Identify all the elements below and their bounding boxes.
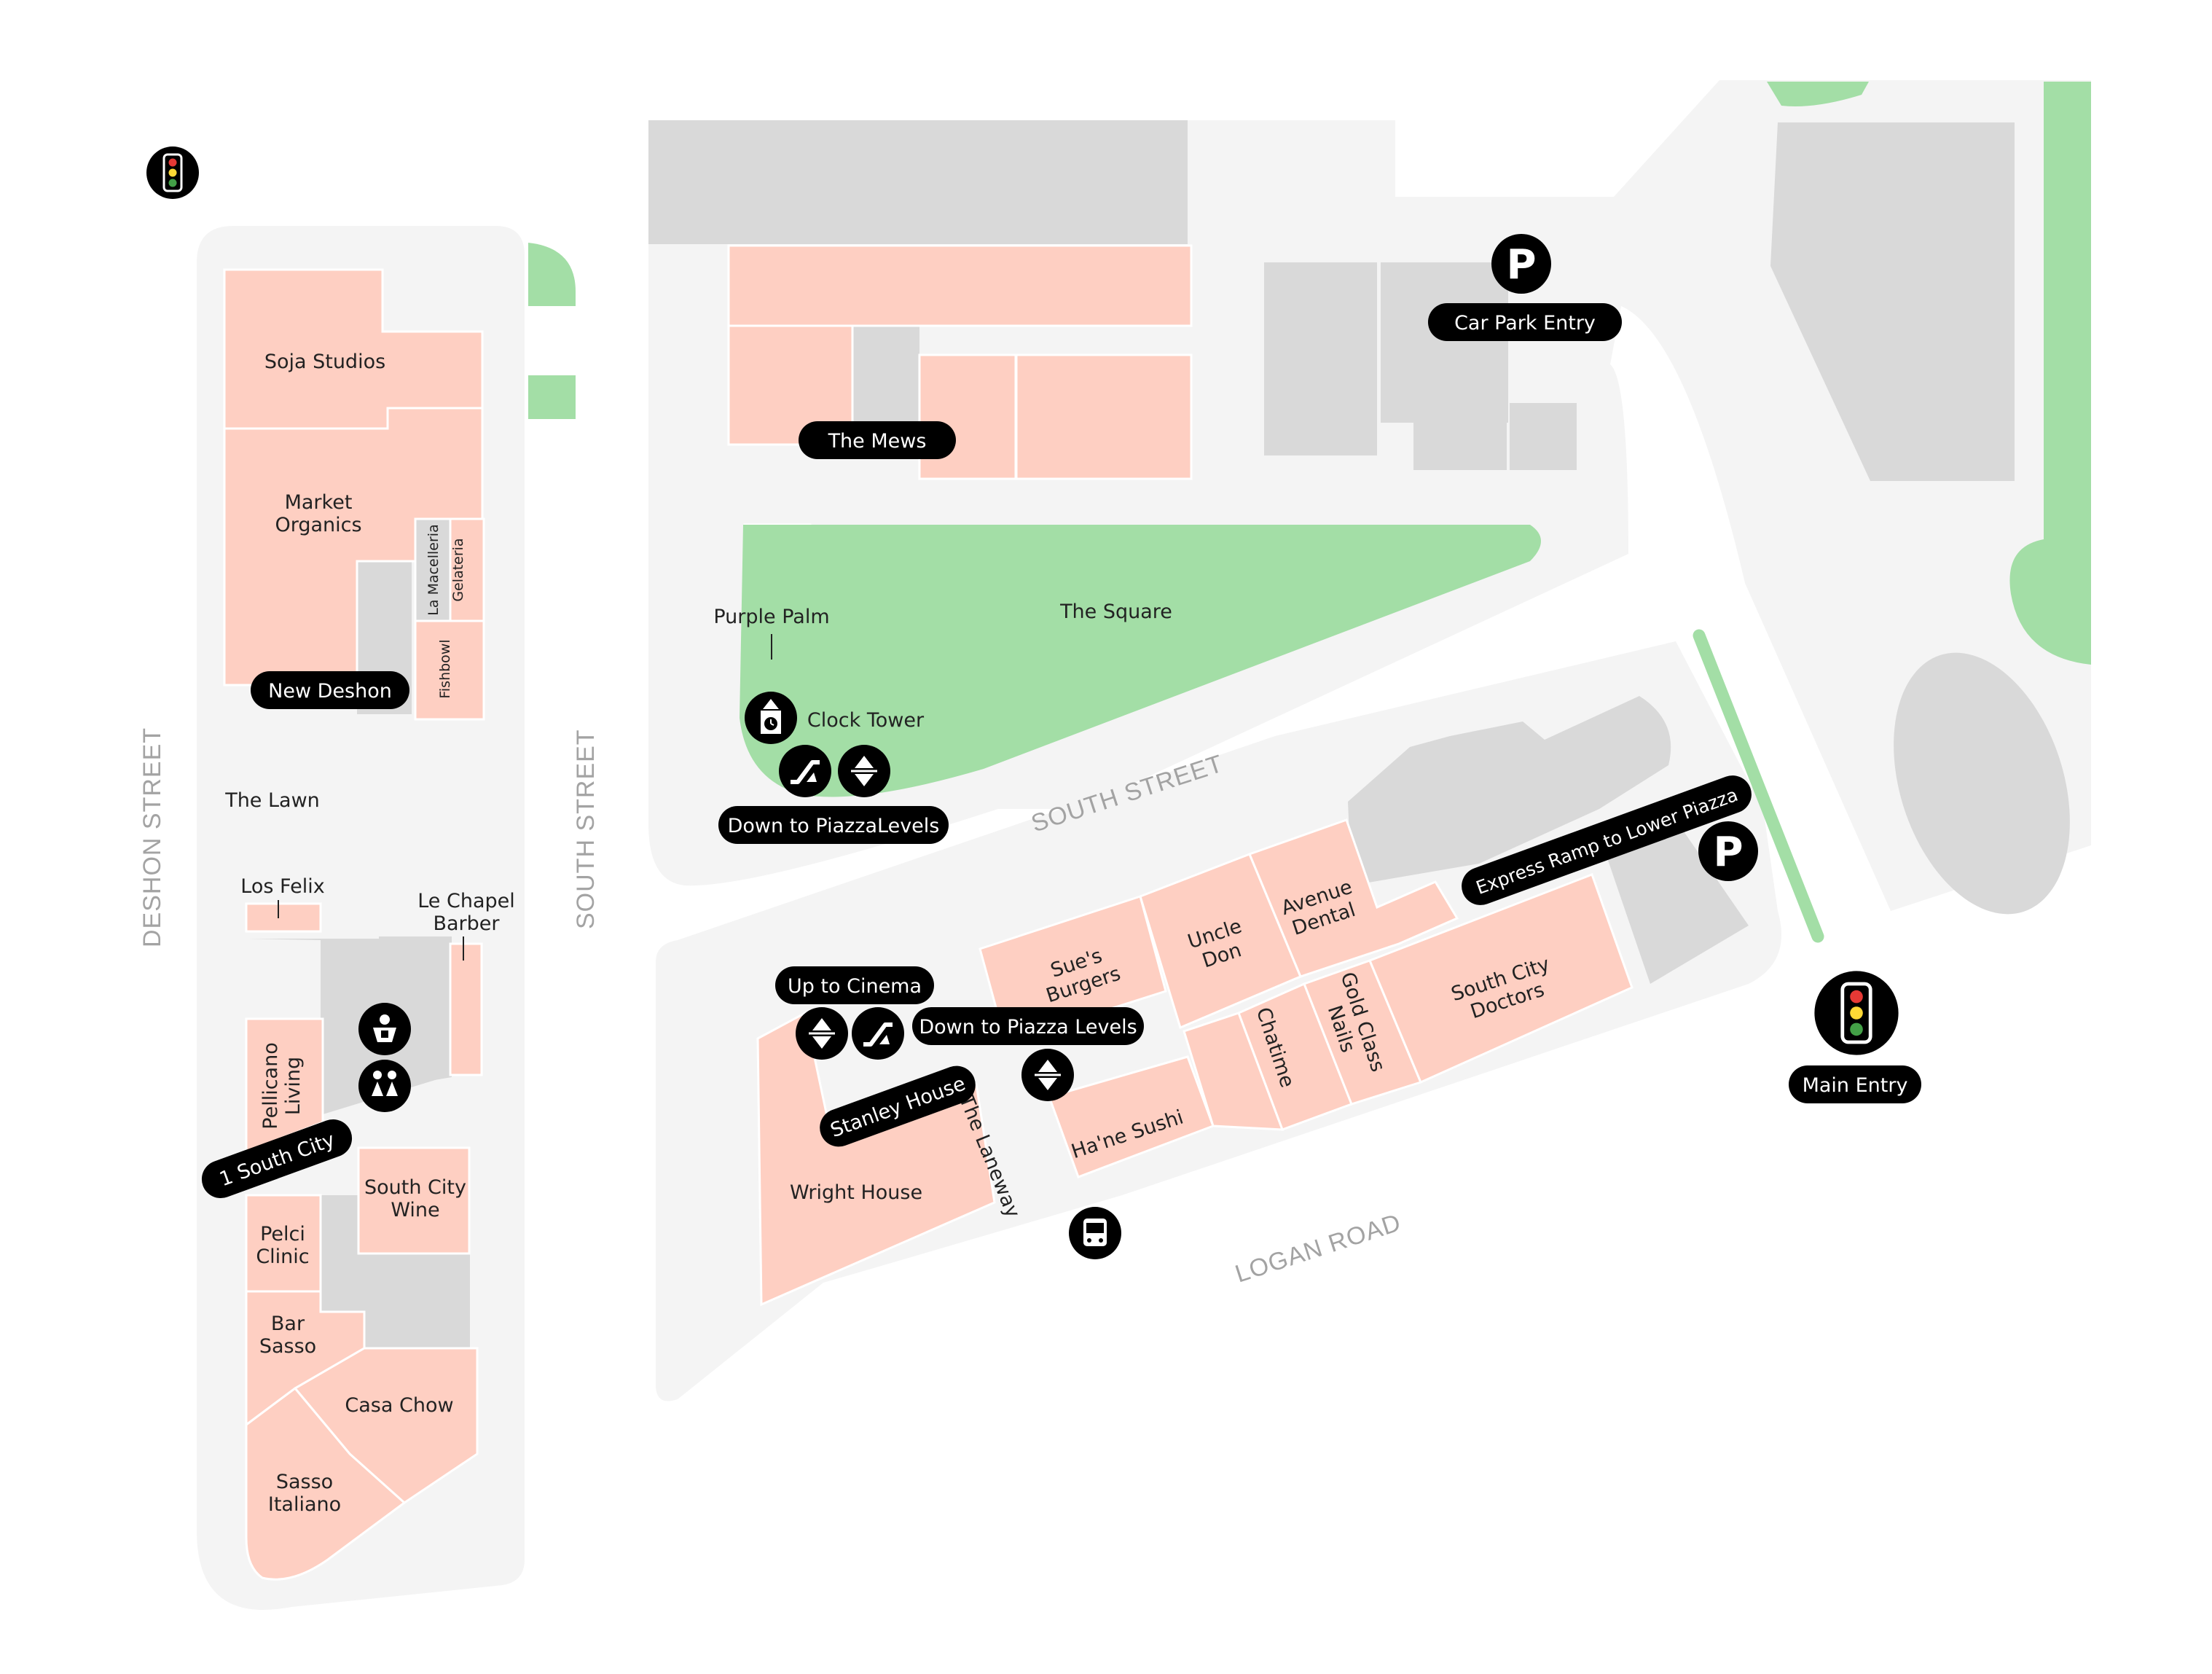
- escalator-icon[interactable]: [779, 745, 831, 797]
- green-top-east: [1767, 82, 1869, 106]
- label-purple-palm: Purple Palm: [713, 606, 829, 628]
- green-layer: [528, 82, 2091, 943]
- traffic-light-icon: [145, 145, 200, 200]
- building-carpark-1: [1264, 262, 1377, 455]
- label-los-felix: Los Felix: [240, 875, 324, 898]
- toilets-icon: [358, 1060, 411, 1112]
- tenancy-mews-left[interactable]: [727, 324, 854, 446]
- pill-down-to-piazza-levels-text: Down to Piazza Levels: [919, 1016, 1137, 1039]
- street-south-vertical: SOUTH STREET: [572, 729, 600, 929]
- tenancy-laneway-small[interactable]: [1183, 1012, 1285, 1131]
- building-east-tower: [1770, 122, 2015, 481]
- label-clock-tower: Clock Tower: [807, 709, 925, 732]
- green-east-edge: [2009, 82, 2091, 665]
- tenancy-los-felix[interactable]: [245, 902, 322, 933]
- label-gold-class-nails: Gold ClassNails: [1314, 969, 1389, 1082]
- building-carpark-4: [1510, 403, 1577, 470]
- building-cinema-block: [1348, 696, 1671, 885]
- pill-car-park-entry-text: Car Park Entry: [1454, 312, 1596, 335]
- tenancy-fishbowl[interactable]: [414, 619, 485, 721]
- label-pellicano-living: PellicanoLiving: [259, 1042, 305, 1129]
- building-mews-center: [852, 326, 919, 433]
- pill-main-entry-text: Main Entry: [1803, 1074, 1908, 1097]
- tenancy-layer: [223, 244, 1633, 1581]
- baby-change-icon: [358, 1003, 411, 1055]
- building-carpark-2: [1381, 262, 1508, 423]
- tenancy-wright-house[interactable]: [756, 1011, 996, 1307]
- leader-lines: [278, 634, 772, 961]
- building-carpark-3: [1413, 423, 1507, 470]
- tenancy-avenue-dental[interactable]: [1248, 818, 1459, 978]
- pill-the-mews[interactable]: The Mews: [799, 421, 956, 459]
- parking-icon[interactable]: P: [1698, 821, 1758, 881]
- label-gelateria: Gelateria: [450, 538, 466, 601]
- pill-new-deshon[interactable]: New Deshon: [251, 671, 409, 709]
- pill-car-park-entry[interactable]: Car Park Entry: [1428, 303, 1622, 341]
- tenancy-la-macelleria[interactable]: [414, 517, 452, 622]
- green-strip-north: [528, 375, 576, 419]
- lift-icon[interactable]: [1021, 1049, 1074, 1101]
- label-wright-house: Wright House: [790, 1181, 922, 1204]
- tenancy-le-chapel-barber[interactable]: [449, 942, 483, 1076]
- label-the-square: The Square: [1059, 601, 1172, 623]
- building-east-lane: [1603, 820, 1749, 984]
- label-soja-studios: Soja Studios: [264, 351, 385, 373]
- tenancy-mews-mid[interactable]: [918, 353, 1017, 480]
- tenancy-sasso-italiano[interactable]: [245, 1386, 407, 1581]
- pill-down-to-piazza-levels[interactable]: Down to Piazza Levels: [912, 1007, 1144, 1045]
- parking-icon-letter: P: [1506, 241, 1536, 289]
- pill-the-mews-text: The Mews: [828, 430, 927, 453]
- pill-main-entry[interactable]: Main Entry: [1789, 1065, 1921, 1103]
- green-corner-north: [528, 243, 576, 306]
- label-the-lawn: The Lawn: [224, 789, 320, 812]
- tenancy-south-city-doctors[interactable]: [1368, 873, 1633, 1084]
- parking-icon[interactable]: P: [1491, 234, 1551, 294]
- label-fishbowl: Fishbowl: [437, 639, 453, 698]
- escalator-icon[interactable]: [852, 1007, 904, 1060]
- street-deshon: DESHON STREET: [138, 727, 166, 947]
- icon-layer: P P: [145, 145, 1899, 1259]
- bus-icon: [1069, 1207, 1121, 1259]
- pill-up-to-cinema[interactable]: Up to Cinema: [775, 966, 934, 1004]
- label-la-macelleria: La Macelleria: [425, 524, 442, 615]
- traffic-light-icon: [1814, 971, 1898, 1055]
- green-the-square[interactable]: [740, 525, 1541, 797]
- label-casa-chow: Casa Chow: [345, 1394, 453, 1417]
- pill-down-to-piazza-levels-square[interactable]: Down to PiazzaLevels: [718, 806, 949, 844]
- building-oval: [1894, 652, 2070, 915]
- tenancy-gelateria[interactable]: [449, 517, 485, 622]
- green-verge: [1693, 629, 1824, 943]
- tenancy-south-city-wine[interactable]: [357, 1146, 471, 1255]
- tenancy-mews-top[interactable]: [727, 244, 1193, 327]
- pill-down-to-piazza-levels-square-text: Down to PiazzaLevels: [728, 815, 940, 837]
- lift-icon[interactable]: [796, 1007, 848, 1060]
- clock-tower-icon: [744, 691, 798, 745]
- pill-up-to-cinema-text: Up to Cinema: [788, 975, 922, 998]
- parking-icon-letter: P: [1713, 829, 1743, 876]
- tenancy-pelci-clinic[interactable]: [245, 1194, 322, 1293]
- pill-new-deshon-text: New Deshon: [268, 680, 392, 703]
- building-north-top: [648, 120, 1188, 244]
- lift-icon[interactable]: [838, 745, 890, 797]
- tenancy-mews-right[interactable]: [1015, 353, 1193, 480]
- street-logan-road: LOGAN ROAD: [1232, 1208, 1405, 1288]
